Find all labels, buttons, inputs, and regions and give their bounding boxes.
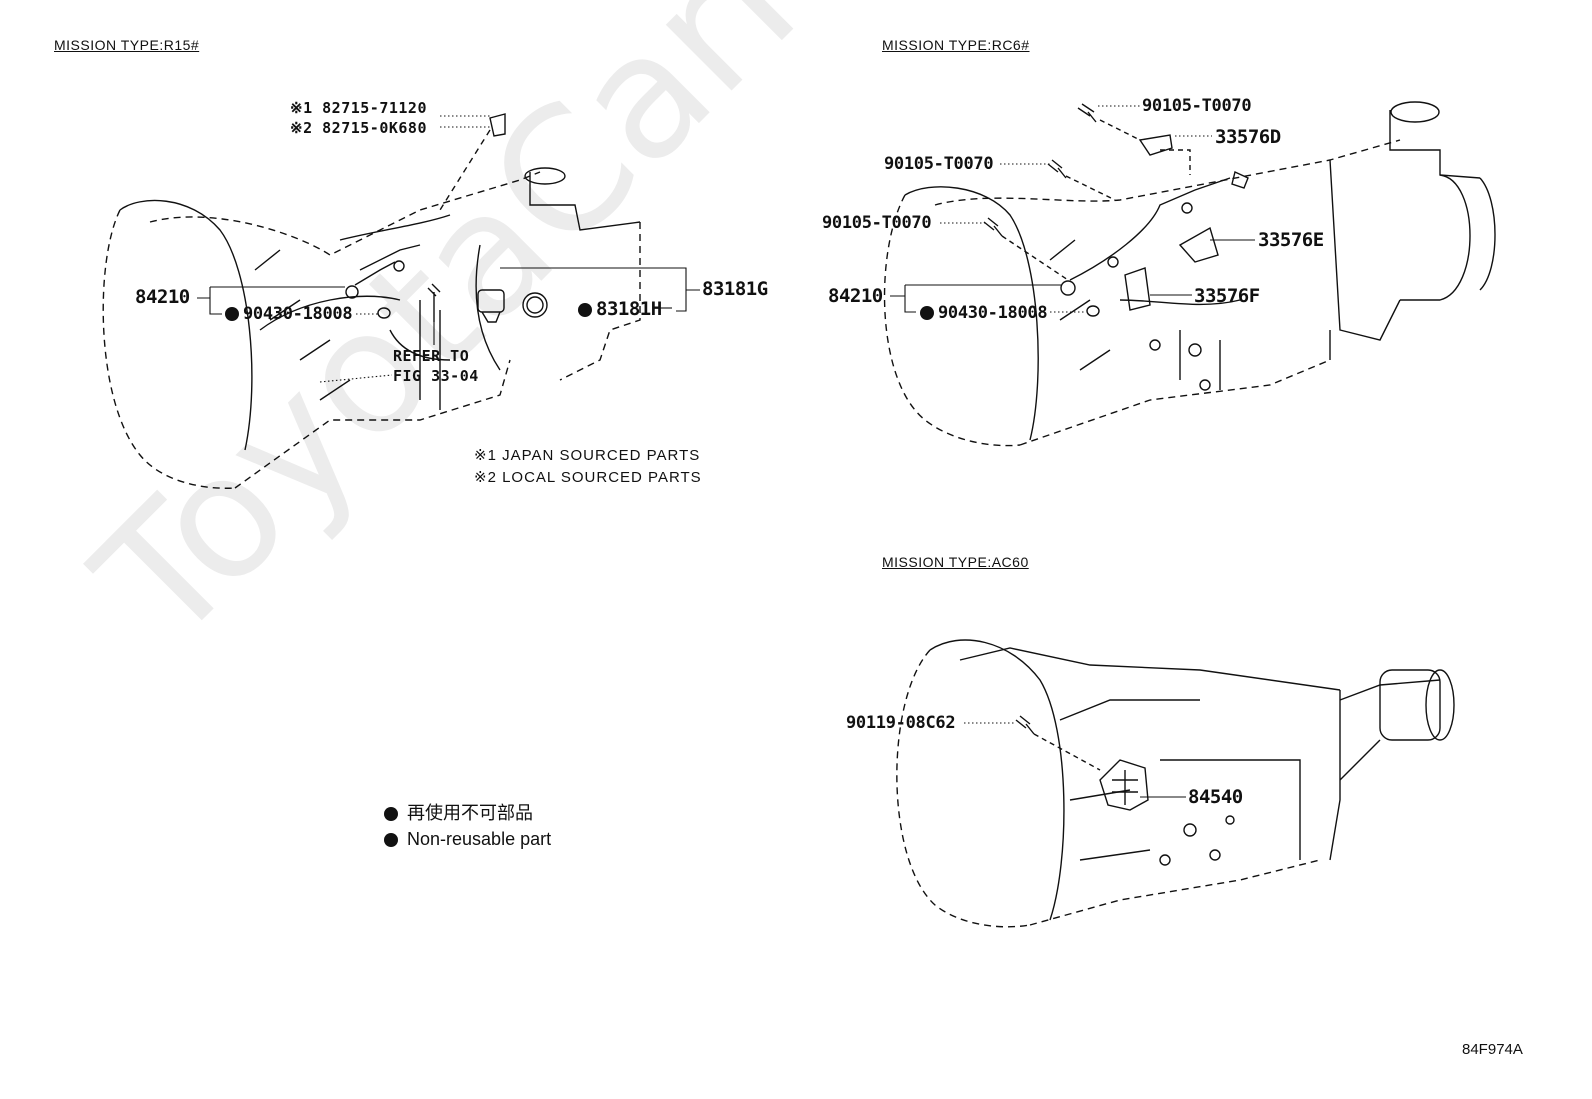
figure-code: 84F974A <box>1462 1041 1523 1058</box>
r15-callout-83181h[interactable]: 83181H <box>578 298 662 320</box>
r15-callout-83181g[interactable]: 83181G <box>702 278 768 300</box>
part-number: 83181H <box>596 298 662 320</box>
refer-line-2: FIG 33-04 <box>393 367 479 385</box>
r15-callout-90430[interactable]: 90430-18008 <box>225 304 353 324</box>
rc6-callout-bolt-mid[interactable]: 90105-T0070 <box>884 154 994 174</box>
r15-ref1-callout[interactable]: ※1 82715-71120 <box>290 99 427 117</box>
non-reusable-dot-icon <box>384 833 398 847</box>
ac60-callout-90119[interactable]: 90119-08C62 <box>846 713 956 733</box>
rc6-callout-bolt-top[interactable]: 90105-T0070 <box>1142 96 1252 116</box>
r15-callout-84210[interactable]: 84210 <box>135 286 190 308</box>
note-japan-sourced: ※1 JAPAN SOURCED PARTS <box>474 447 701 464</box>
non-reusable-dot-icon <box>578 303 592 317</box>
part-number: 82715-71120 <box>322 99 427 117</box>
r15-transmission-drawing <box>102 113 641 489</box>
r15-refer-fig-link[interactable]: REFER TO FIG 33-04 <box>393 346 479 386</box>
part-number: 90430-18008 <box>938 303 1048 323</box>
rc6-transmission-drawing <box>883 101 1496 447</box>
part-number: 90430-18008 <box>243 304 353 324</box>
rc6-callout-33576e[interactable]: 33576E <box>1258 229 1324 251</box>
legend-row-jp: 再使用不可部品 <box>384 800 551 826</box>
part-number: 82715-0K680 <box>322 119 427 137</box>
ac60-section-title: MISSION TYPE:AC60 <box>882 554 1029 570</box>
non-reusable-dot-icon <box>225 307 239 321</box>
rc6-callout-90430[interactable]: 90430-18008 <box>920 303 1048 323</box>
legend-jp-label: 再使用不可部品 <box>407 803 534 823</box>
refer-line-1: REFER TO <box>393 347 470 365</box>
non-reusable-dot-icon <box>920 306 934 320</box>
legend: 再使用不可部品 Non-reusable part <box>384 800 551 852</box>
ref2-mark: ※2 <box>290 119 313 137</box>
ac60-callout-84540[interactable]: 84540 <box>1188 786 1243 808</box>
leader-lines <box>197 105 1255 798</box>
rc6-callout-84210[interactable]: 84210 <box>828 285 883 307</box>
rc6-section-title: MISSION TYPE:RC6# <box>882 37 1030 53</box>
legend-en-label: Non-reusable part <box>407 829 552 849</box>
r15-ref2-callout[interactable]: ※2 82715-0K680 <box>290 119 427 137</box>
note-local-sourced: ※2 LOCAL SOURCED PARTS <box>474 469 702 486</box>
ref1-mark: ※1 <box>290 99 313 117</box>
rc6-callout-bolt-low[interactable]: 90105-T0070 <box>822 213 932 233</box>
rc6-callout-33576d[interactable]: 33576D <box>1215 126 1281 148</box>
r15-source-notes: ※1 JAPAN SOURCED PARTS ※2 LOCAL SOURCED … <box>474 445 702 489</box>
legend-row-en: Non-reusable part <box>384 826 551 852</box>
non-reusable-dot-icon <box>384 807 398 821</box>
ac60-transmission-drawing <box>896 639 1455 928</box>
r15-section-title: MISSION TYPE:R15# <box>54 37 200 53</box>
rc6-callout-33576f[interactable]: 33576F <box>1194 285 1260 307</box>
